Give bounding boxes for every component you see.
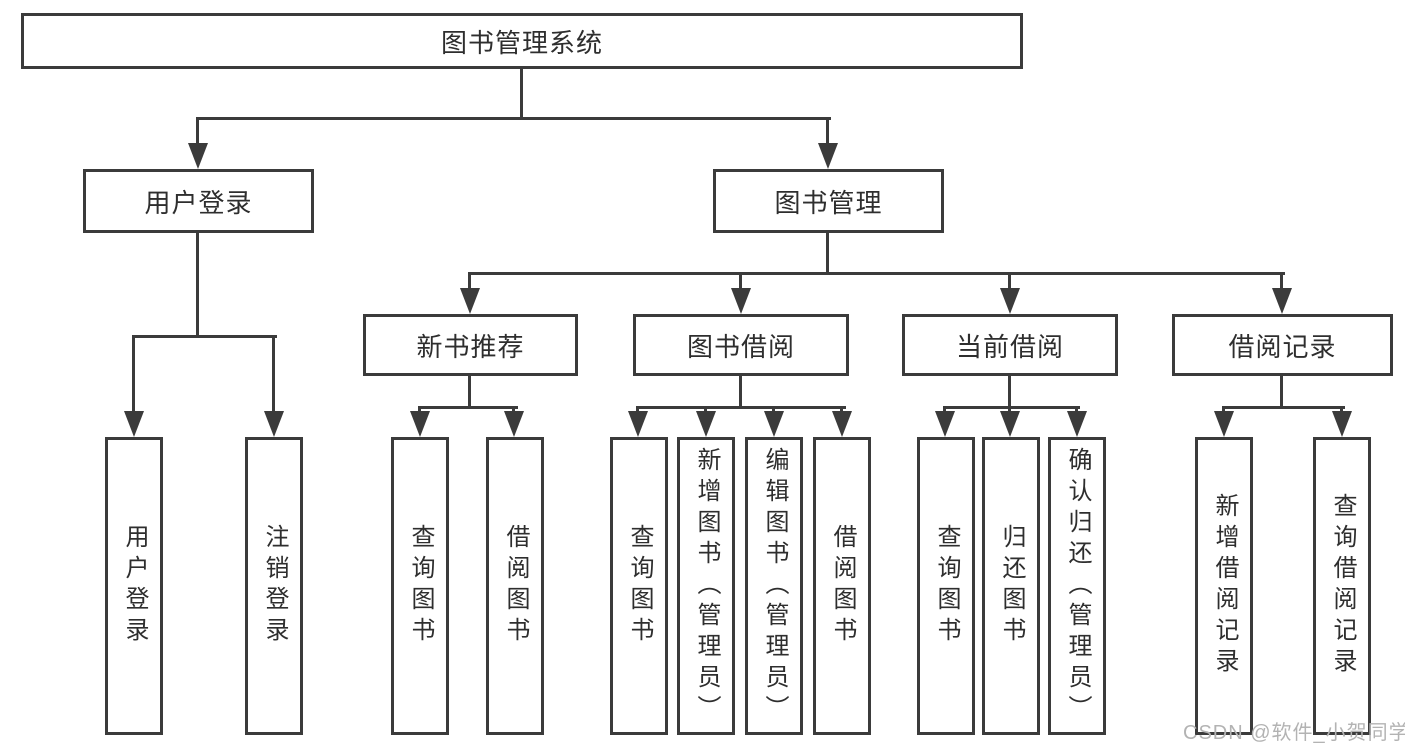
node-label: 当前借阅: [955, 331, 1064, 362]
arrow-down-icon: [832, 411, 852, 437]
node-borrowing-records: 借阅记录: [1172, 314, 1393, 376]
connector-line: [132, 335, 277, 338]
leaf-confirm-return-admin: 确认归还（管理员）: [1048, 437, 1106, 735]
connector-line: [418, 406, 518, 409]
connector-line: [1008, 376, 1011, 409]
arrow-down-icon: [628, 411, 648, 437]
leaf-logout-login: 注销登录: [245, 437, 303, 735]
arrow-down-icon: [1272, 288, 1292, 314]
leaf-label: 编辑图书（管理员）: [761, 446, 788, 726]
arrow-down-icon: [818, 143, 838, 169]
node-label: 新书推荐: [416, 331, 525, 362]
connector-line: [636, 406, 846, 409]
connector-line: [1222, 406, 1345, 409]
leaf-add-books-admin: 新增图书（管理员）: [677, 437, 735, 735]
connector-line: [826, 233, 829, 275]
leaf-label: 查询图书: [407, 524, 434, 648]
leaf-label: 新增借阅记录: [1211, 493, 1238, 679]
arrow-down-icon: [935, 411, 955, 437]
node-book-borrowing: 图书借阅: [633, 314, 849, 376]
arrow-down-icon: [1000, 411, 1020, 437]
arrow-down-icon: [1067, 411, 1087, 437]
leaf-label: 新增图书（管理员）: [693, 446, 720, 726]
leaf-edit-books-admin: 编辑图书（管理员）: [745, 437, 803, 735]
leaf-return-books: 归还图书: [982, 437, 1040, 735]
arrow-down-icon: [410, 411, 430, 437]
leaf-label: 用户登录: [121, 524, 148, 648]
arrow-down-icon: [124, 411, 144, 437]
leaf-borrow-books-recommend: 借阅图书: [486, 437, 544, 735]
leaf-label: 查询图书: [933, 524, 960, 648]
connector-line: [739, 272, 742, 292]
arrow-down-icon: [696, 411, 716, 437]
connector-line: [468, 272, 471, 292]
connector-line: [196, 117, 831, 120]
arrow-down-icon: [188, 143, 208, 169]
leaf-query-books-current: 查询图书: [917, 437, 975, 735]
node-label: 图书借阅: [686, 331, 795, 362]
node-book-management: 图书管理: [713, 169, 944, 233]
connector-line: [132, 335, 135, 417]
node-label: 用户登录: [144, 187, 253, 218]
watermark-text: CSDN @软件_小贺同学: [1183, 722, 1405, 744]
connector-line: [1280, 272, 1283, 292]
leaf-label: 确认归还（管理员）: [1064, 446, 1091, 726]
connector-line: [826, 117, 829, 147]
connector-line: [272, 335, 275, 417]
leaf-label: 借阅图书: [502, 524, 529, 648]
connector-line: [468, 376, 471, 409]
leaf-query-books-borrowing: 查询图书: [610, 437, 668, 735]
leaf-borrow-books-borrowing: 借阅图书: [813, 437, 871, 735]
node-current-borrowing: 当前借阅: [902, 314, 1118, 376]
leaf-label: 借阅图书: [829, 524, 856, 648]
arrow-down-icon: [764, 411, 784, 437]
arrow-down-icon: [1214, 411, 1234, 437]
connector-line: [468, 272, 1285, 275]
leaf-query-books-recommend: 查询图书: [391, 437, 449, 735]
node-library-management-system: 图书管理系统: [21, 13, 1023, 69]
arrow-down-icon: [264, 411, 284, 437]
leaf-label: 注销登录: [261, 524, 288, 648]
node-label: 图书管理: [774, 187, 883, 218]
connector-line: [1008, 272, 1011, 292]
leaf-label: 查询图书: [626, 524, 653, 648]
leaf-label: 归还图书: [998, 524, 1025, 648]
connector-line: [1280, 376, 1283, 409]
connector-line: [196, 117, 199, 147]
arrow-down-icon: [1000, 288, 1020, 314]
arrow-down-icon: [504, 411, 524, 437]
connector-line: [943, 406, 1080, 409]
connector-line: [196, 233, 199, 338]
arrow-down-icon: [731, 288, 751, 314]
arrow-down-icon: [1332, 411, 1352, 437]
connector-line: [739, 376, 742, 409]
leaf-add-borrow-record: 新增借阅记录: [1195, 437, 1253, 735]
leaf-query-borrow-record: 查询借阅记录: [1313, 437, 1371, 735]
node-new-book-recommendation: 新书推荐: [363, 314, 578, 376]
leaf-user-login: 用户登录: [105, 437, 163, 735]
node-label: 图书管理系统: [440, 27, 603, 58]
node-user-login: 用户登录: [83, 169, 314, 233]
arrow-down-icon: [460, 288, 480, 314]
node-label: 借阅记录: [1228, 331, 1337, 362]
connector-line: [520, 69, 523, 120]
leaf-label: 查询借阅记录: [1329, 493, 1356, 679]
